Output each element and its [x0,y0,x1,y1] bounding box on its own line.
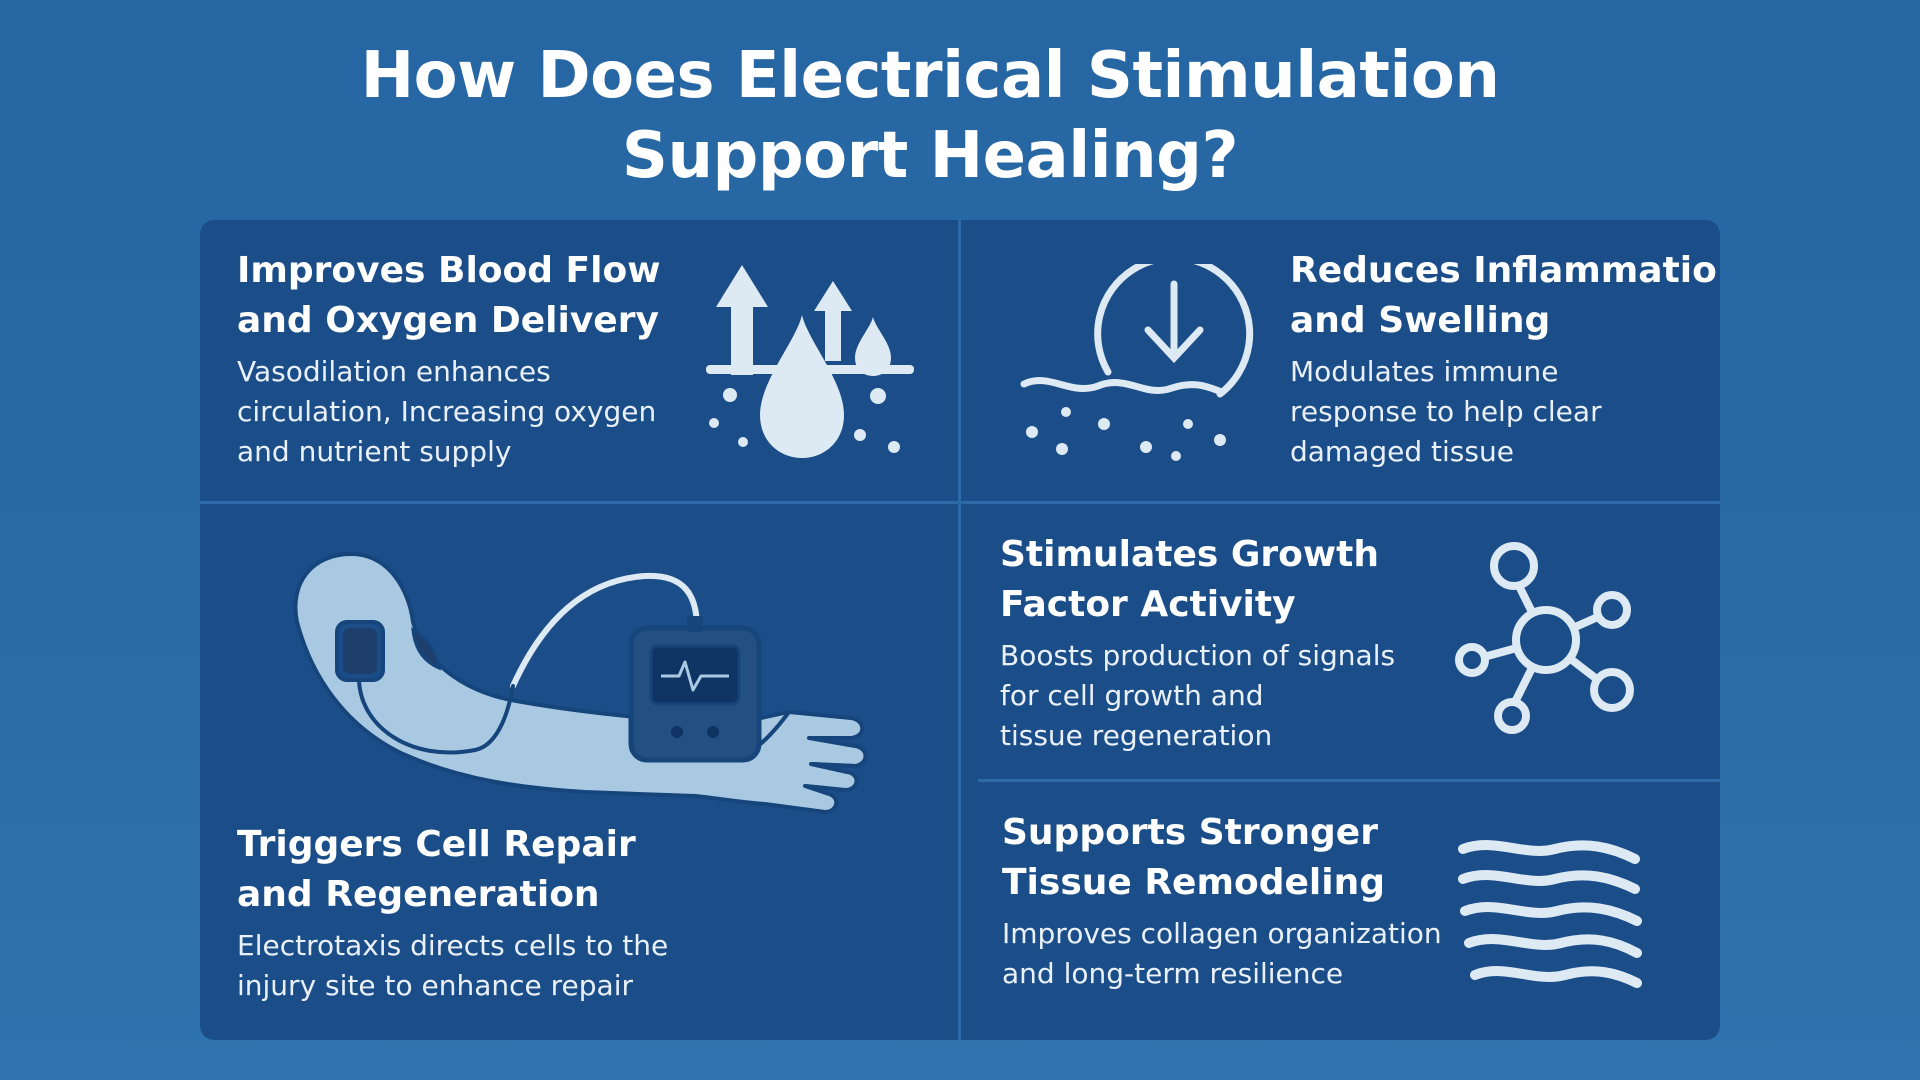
blood-flow-desc-line-3: and nutrient supply [237,435,512,468]
blood-flow-title-line-2: and Oxygen Delivery [237,300,659,341]
horizontal-divider-right [978,779,1720,782]
cell-growth-factor: Stimulates Growth Factor Activity Boosts… [1000,530,1440,756]
growth-factor-desc-line-2: for cell growth and [1000,679,1264,712]
blood-flow-title: Improves Blood Flow and Oxygen Delivery [237,246,697,346]
remodeling-desc-line-2: and long-term resilience [1002,957,1344,990]
inflammation-desc-line-1: Modulates immune [1290,355,1559,388]
inflammation-title: Reduces Inflammatio and Swelling [1290,246,1717,346]
down-arrow-circle-wave-icon [1020,264,1254,461]
vertical-divider [958,220,961,1040]
molecule-network-icon [1455,542,1634,734]
remodeling-title-line-2: Tissue Remodeling [1002,862,1385,903]
inflammation-desc-line-2: response to help clear [1290,395,1602,428]
inflammation-title-line-1: Reduces Inflammatio [1290,250,1717,291]
growth-factor-title-line-1: Stimulates Growth [1000,534,1379,575]
growth-factor-title-line-2: Factor Activity [1000,584,1296,625]
cell-blood-flow: Improves Blood Flow and Oxygen Delivery … [237,246,697,472]
cell-repair-title-line-2: and Regeneration [237,874,600,915]
remodeling-title: Supports Stronger Tissue Remodeling [1002,808,1472,908]
growth-factor-desc-line-3: tissue regeneration [1000,719,1273,752]
page-title-line-2: Support Healing? [621,119,1239,193]
page-title-line-1: How Does Electrical Stimulation [360,39,1500,113]
wavy-fibers-icon [1458,840,1642,988]
blood-flow-desc-line-1: Vasodilation enhances [237,355,551,388]
remodeling-desc-line-1: Improves collagen organization [1002,917,1442,950]
inflammation-title-line-2: and Swelling [1290,300,1551,341]
cell-repair-desc-line-1: Electrotaxis directs cells to the [237,929,669,962]
remodeling-description: Improves collagen organization and long-… [1002,914,1472,994]
blood-flow-title-line-1: Improves Blood Flow [237,250,661,291]
growth-factor-desc-line-1: Boosts production of signals [1000,639,1396,672]
cell-repair-description: Electrotaxis directs cells to the injury… [237,926,757,1006]
remodeling-title-line-1: Supports Stronger [1002,812,1378,853]
arm-stimulator-device-icon [293,552,868,814]
cell-repair-desc-line-2: injury site to enhance repair [237,969,634,1002]
growth-factor-description: Boosts production of signals for cell gr… [1000,636,1440,756]
growth-factor-title: Stimulates Growth Factor Activity [1000,530,1440,630]
cell-remodeling: Supports Stronger Tissue Remodeling Impr… [1002,808,1472,994]
blood-drops-arrows-icon [706,265,914,458]
cell-repair-title-line-1: Triggers Cell Repair [237,824,636,865]
page-title: How Does Electrical Stimulation Support … [0,36,1860,196]
cell-inflammation: Reduces Inflammatio and Swelling Modulat… [1290,246,1717,472]
cell-repair-title: Triggers Cell Repair and Regeneration [237,820,757,920]
horizontal-divider-top [200,501,1720,504]
cell-cell-repair: Triggers Cell Repair and Regeneration El… [237,820,757,1006]
inflammation-desc-line-3: damaged tissue [1290,435,1514,468]
inflammation-description: Modulates immune response to help clear … [1290,352,1710,472]
blood-flow-description: Vasodilation enhances circulation, Incre… [237,352,697,472]
blood-flow-desc-line-2: circulation, Increasing oxygen [237,395,657,428]
benefits-panel: Improves Blood Flow and Oxygen Delivery … [200,220,1720,1040]
